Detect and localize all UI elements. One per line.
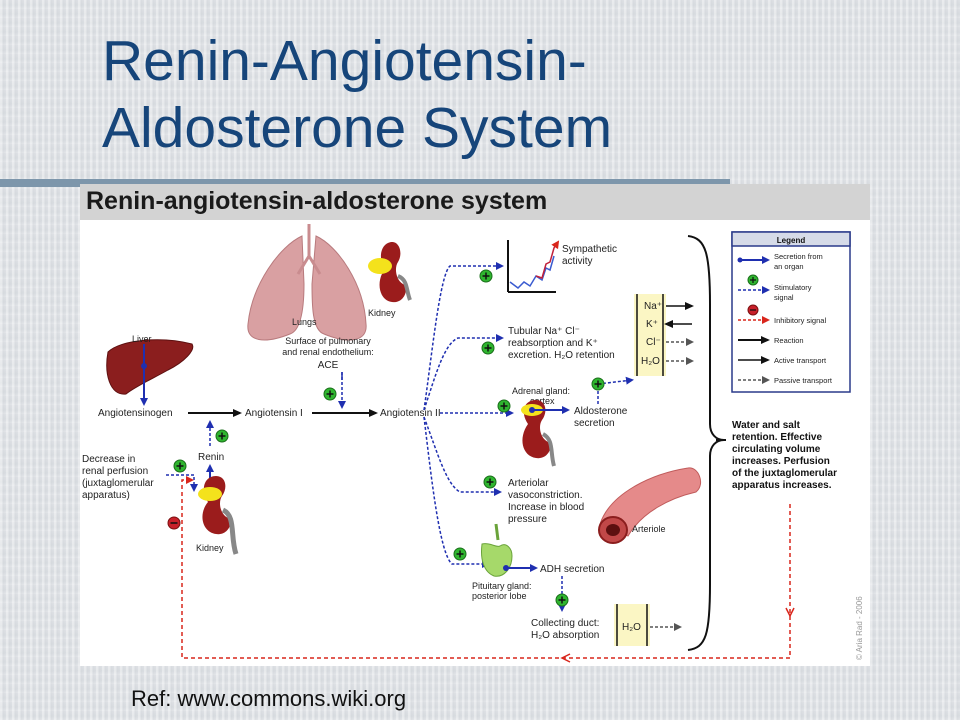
kidney-top-label: Kidney — [368, 308, 396, 318]
aldosterone-label-line-2: secretion — [574, 418, 615, 429]
adrenal-kidney-icon — [521, 400, 556, 467]
sympathetic-activity-graph — [507, 240, 560, 293]
legend-item-active-transport: Active transport — [774, 356, 827, 365]
water-label-line-1: Water and salt — [732, 420, 801, 431]
angiotensinogen-label: Angiotensinogen — [98, 408, 173, 419]
decrease-label-line-3: (juxtaglomerular — [82, 478, 154, 489]
ace-label: ACE — [318, 360, 339, 371]
ion-h2o-label: H₂O — [641, 356, 660, 367]
adrenal-label-line-1: Adrenal gland: — [512, 386, 570, 396]
water-label-line-6: apparatus increases. — [732, 480, 832, 491]
ion-cl-label: Cl⁻ — [646, 337, 661, 348]
figure-title: Renin-angiotensin-aldosterone system — [86, 187, 548, 215]
angiotensin-2-stimulatory-branches — [423, 262, 514, 568]
arteriole-label: Arteriole — [632, 524, 666, 534]
surface-label-line-2: and renal endothelium: — [282, 347, 374, 357]
water-label-line-4: increases. Perfusion — [732, 456, 830, 467]
lungs-icon — [247, 224, 367, 341]
figure-title-bar: Renin-angiotensin-aldosterone system — [80, 184, 870, 220]
ion-na-label: Na⁺ — [644, 301, 662, 312]
inhibitory-minus-badge — [167, 516, 181, 530]
ion-k-label: K⁺ — [646, 319, 658, 330]
reference-text: Ref: www.commons.wiki.org — [131, 686, 407, 711]
legend-item-inhibitory: Inhibitory signal — [774, 316, 826, 325]
liver-icon — [106, 339, 194, 395]
collecting-label-line-1: Collecting duct: — [531, 618, 599, 629]
angiotensin-1-label: Angiotensin I — [245, 408, 303, 419]
decrease-label-line-4: apparatus) — [82, 490, 130, 501]
aldosterone-label-line-1: Aldosterone — [574, 406, 628, 417]
arteriolar-label-line-3: Increase in blood — [508, 502, 584, 513]
slide-title-line-2: Aldosterone System — [102, 96, 613, 160]
pituitary-label-line-2: posterior lobe — [472, 591, 527, 601]
slide-title: Renin-Angiotensin- Aldosterone System — [102, 28, 862, 162]
arteriolar-label-line-4: pressure — [508, 514, 547, 525]
sympathetic-label-line-2: activity — [562, 256, 593, 267]
renin-label: Renin — [198, 452, 224, 463]
arteriole-icon — [598, 467, 701, 544]
pituitary-label-line-1: Pituitary gland: — [472, 581, 532, 591]
decrease-label-line-2: renal perfusion — [82, 466, 148, 477]
angiotensin-2-label: Angiotensin II — [380, 408, 441, 419]
legend-item-secretion: Secretion from — [774, 252, 823, 261]
tubular-label-line-3: excretion. H₂O retention — [508, 350, 615, 361]
tubular-label-line-2: reabsorption and K⁺ — [508, 338, 598, 349]
copyright-text: © Aria Rad - 2006 — [855, 596, 864, 660]
stimulatory-plus-badges — [173, 269, 605, 607]
legend-item-secretion-line-2: an organ — [774, 262, 804, 271]
lungs-label: Lungs — [292, 317, 317, 327]
tubular-label-line-1: Tubular Na⁺ Cl⁻ — [508, 326, 580, 337]
tubule-transport-box — [634, 294, 694, 376]
slide-title-line-1: Renin-Angiotensin- — [102, 29, 587, 93]
legend-item-passive-transport: Passive transport — [774, 376, 833, 385]
kidney-bottom-label: Kidney — [196, 543, 224, 553]
water-label-line-2: retention. Effective — [732, 432, 822, 443]
adh-label: ADH secretion — [540, 564, 604, 575]
title-divider — [0, 179, 730, 187]
kidney-bottom-icon — [198, 476, 239, 555]
legend-item-stimulatory: Stimulatory — [774, 283, 812, 292]
water-label-line-5: of the juxtaglomerular — [732, 468, 837, 479]
legend-title: Legend — [777, 236, 806, 245]
water-label-line-3: circulating volume — [732, 444, 821, 455]
collecting-duct-box — [614, 604, 682, 646]
ion-h2o-duct-label: H₂O — [622, 622, 641, 633]
liver-label: Liver — [132, 334, 152, 344]
summary-bracket — [687, 235, 725, 651]
surface-label-line-1: Surface of pulmonary — [285, 336, 371, 346]
kidney-top-icon — [368, 241, 412, 303]
decrease-label-line-1: Decrease in — [82, 454, 135, 465]
sympathetic-label-line-1: Sympathetic — [562, 244, 617, 255]
raas-diagram: Renin-angiotensin-aldosterone system Lun… — [80, 184, 870, 666]
collecting-label-line-2: H₂O absorption — [531, 630, 599, 641]
arteriolar-label-line-2: vasoconstriction. — [508, 490, 582, 501]
legend: Legend Secretion from an organ Stimulato… — [731, 231, 851, 393]
legend-item-stimulatory-line-2: signal — [774, 293, 794, 302]
arteriolar-label-line-1: Arteriolar — [508, 478, 549, 489]
adrenal-label-line-2: cortex — [530, 396, 555, 406]
legend-item-reaction: Reaction — [774, 336, 804, 345]
diagram-canvas: Lungs Kidney Surface of pulmonary and re… — [82, 224, 864, 663]
